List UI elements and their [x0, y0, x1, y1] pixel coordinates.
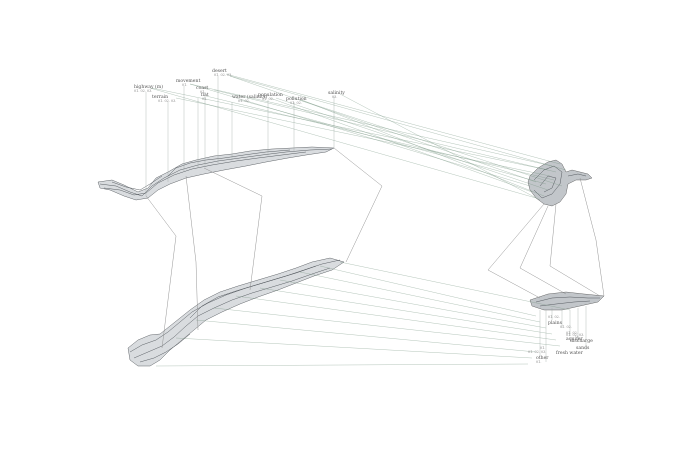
label-bottom-4: discharge [570, 338, 593, 344]
terrain-upper [97, 146, 335, 201]
label-top-0-sub: 01. 02. 03. [134, 89, 152, 93]
label-bottom-5-sub: 01. [540, 346, 545, 350]
label-bottom-1-sub: 01. 02. [560, 325, 572, 329]
label-bottom-6: fresh water [556, 350, 584, 356]
cluster-upper [527, 159, 593, 207]
labels-top: highway (m) 01. 02. 03. terrain 01. 02. … [134, 68, 345, 105]
terrain-lower [127, 257, 345, 367]
label-top-8: pollution [286, 96, 307, 102]
cluster-lower [529, 291, 605, 311]
labels-bottom: 01. 02. plains 01. 02. 01. 02. aquifer 0… [528, 315, 593, 364]
label-top-6: desert [212, 68, 227, 74]
label-top-2-sub: 01. [182, 83, 187, 87]
label-top-7-sub: 01. 02. [262, 97, 274, 101]
label-top-7: population [258, 92, 283, 98]
label-top-1-sub: 01. 02. 03. [158, 99, 176, 103]
label-bottom-3: aquifer [566, 336, 584, 342]
label-bottom-3-sub: 01. 02. 03. [566, 333, 584, 337]
label-bottom-5: sands [576, 345, 590, 351]
label-top-8-sub: 01. 02. [290, 101, 302, 105]
connectors-top [149, 73, 567, 201]
label-bottom-2-sub: 01. 02. [566, 331, 578, 335]
label-bottom-1: plains [548, 320, 563, 326]
leader-lines-bottom [539, 306, 587, 362]
label-top-0: highway (m) [134, 83, 163, 90]
label-top-5: water (salinity) [232, 93, 268, 100]
label-top-9: salinity [328, 90, 345, 96]
label-top-5-sub: 01. 02. [238, 99, 250, 103]
label-bottom-6-sub: 01. 02. 03. [528, 350, 546, 354]
label-bottom-7: other [536, 355, 549, 361]
label-bottom-7-sub: 01. [536, 360, 541, 364]
connectors-bottom [155, 261, 571, 367]
label-top-3-sub: 02. [202, 97, 207, 101]
label-top-6-sub: 01. 02. 03. [214, 73, 232, 77]
label-top-4: coast [196, 85, 208, 91]
cross-links [145, 147, 605, 349]
label-top-1: terrain [152, 94, 168, 100]
label-top-2: movement [176, 78, 200, 84]
label-top-4-sub: 01. [200, 90, 205, 94]
label-top-3: flat [201, 92, 209, 98]
label-top-9-sub: 03. [332, 95, 337, 99]
label-bottom-0-sub: 01. 02. [548, 315, 560, 319]
